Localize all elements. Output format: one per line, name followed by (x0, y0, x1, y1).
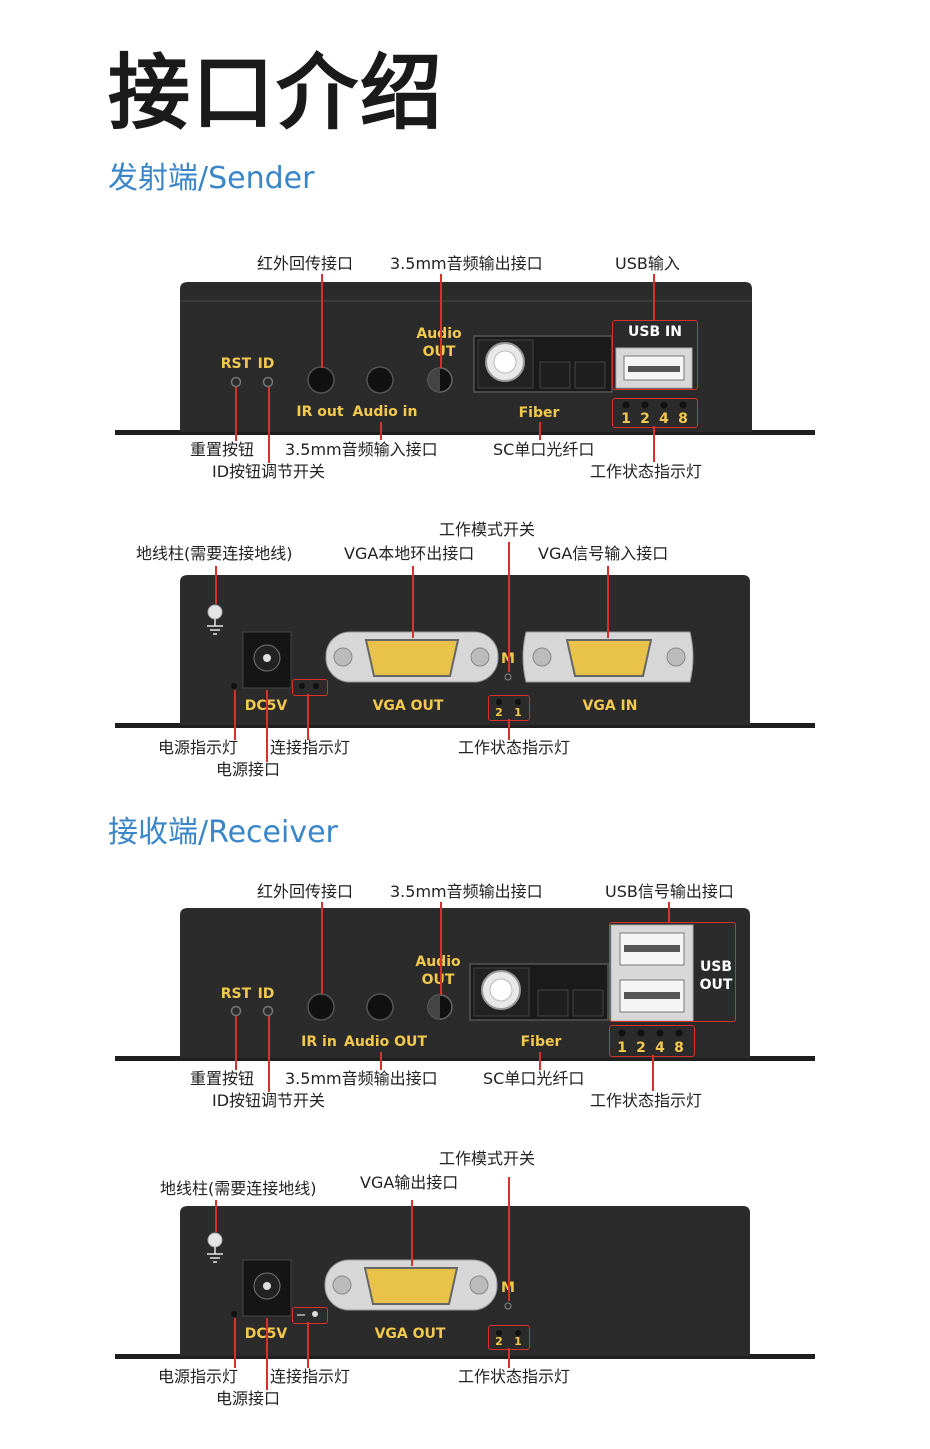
dc-label: DC5V (241, 1327, 291, 1341)
usb-out-highlight (609, 922, 736, 1022)
callout-ir: 红外回传接口 (257, 882, 354, 901)
callout-audio-out-bottom: 3.5mm音频输出接口 (285, 1069, 438, 1088)
sender-heading: 发射端/Sender (108, 161, 315, 196)
fiber-label: Fiber (518, 405, 560, 421)
led-8-label: 8 (678, 411, 688, 427)
link-led-highlight (292, 679, 328, 696)
audio-out-label-1: Audio (416, 326, 462, 342)
led-2-label: 2 (495, 706, 503, 719)
audio-in-label: Audio in (352, 404, 418, 420)
callout-ground: 地线柱(需要连接地线) (136, 544, 293, 563)
callout-power-led: 电源指示灯 (158, 738, 239, 757)
callout-link-led: 连接指示灯 (270, 1367, 351, 1386)
audio-out-bottom-label: Audio OUT (344, 1034, 427, 1050)
callout-audio-out: 3.5mm音频输出接口 (390, 254, 543, 273)
ir-in-label: IR in (301, 1034, 337, 1050)
id-label: ID (257, 356, 275, 372)
callout-audio-out: 3.5mm音频输出接口 (390, 882, 543, 901)
vga-in-label: VGA IN (582, 698, 638, 714)
callout-sc: SC单口光纤口 (493, 440, 595, 459)
led-1-label: 1 (514, 1335, 522, 1348)
rst-label: RST (220, 356, 252, 372)
callout-link-led: 连接指示灯 (270, 738, 351, 757)
led-1-label: 1 (617, 1040, 627, 1056)
callout-usb: USB信号输出接口 (605, 882, 734, 901)
callout-power-port: 电源接口 (216, 760, 281, 779)
dc-label: DC5V (241, 699, 291, 713)
callout-sc: SC单口光纤口 (483, 1069, 585, 1088)
callout-rst: 重置按钮 (190, 1069, 255, 1088)
ir-out-label: IR out (296, 404, 344, 420)
led-1-label: 1 (514, 706, 522, 719)
callout-id: ID按钮调节开关 (212, 1091, 326, 1110)
led-8-label: 8 (674, 1040, 684, 1056)
led-2-label: 2 (495, 1335, 503, 1348)
rst-label: RST (220, 986, 252, 1002)
callout-status: 工作状态指示灯 (590, 1091, 703, 1110)
callout-audio-in: 3.5mm音频输入接口 (285, 440, 438, 459)
usb-out-label-2: OUT (699, 977, 733, 993)
usb-in-label: USB IN (628, 324, 682, 340)
callout-vga-out: VGA输出接口 (360, 1173, 459, 1192)
page-title: 接口介绍 (108, 45, 445, 141)
led-2-label: 2 (636, 1040, 646, 1056)
callout-ground: 地线柱(需要连接地线) (160, 1179, 317, 1198)
audio-out-label-2: OUT (421, 972, 455, 988)
callout-power-led: 电源指示灯 (158, 1367, 239, 1386)
callout-power-port: 电源接口 (216, 1389, 281, 1408)
callout-mode: 工作模式开关 (439, 1149, 536, 1168)
callout-status: 工作状态指示灯 (458, 1367, 571, 1386)
callout-status: 工作状态指示灯 (458, 738, 571, 757)
audio-out-label-1: Audio (415, 954, 461, 970)
receiver-heading: 接收端/Receiver (108, 815, 338, 850)
led-4-label: 4 (659, 411, 669, 427)
callout-ir: 红外回传接口 (257, 254, 354, 273)
usb-out-label-1: USB (699, 959, 733, 975)
link-led-highlight (292, 1307, 328, 1324)
led-2-label: 2 (640, 411, 650, 427)
vga-out-label: VGA OUT (374, 1326, 446, 1342)
callout-status: 工作状态指示灯 (590, 462, 703, 481)
led-1-label: 1 (621, 411, 631, 427)
callout-id: ID按钮调节开关 (212, 462, 326, 481)
callout-usb: USB输入 (615, 254, 680, 273)
led-4-label: 4 (655, 1040, 665, 1056)
id-label: ID (257, 986, 275, 1002)
callout-vga-in: VGA信号输入接口 (538, 544, 669, 563)
callout-mode: 工作模式开关 (439, 520, 536, 539)
status-led-highlight (612, 398, 698, 428)
fiber-label: Fiber (520, 1034, 562, 1050)
audio-out-label-2: OUT (422, 344, 456, 360)
vga-out-label: VGA OUT (372, 698, 444, 714)
callout-rst: 重置按钮 (190, 440, 255, 459)
usb-in-highlight (612, 320, 698, 390)
callout-vga-loop: VGA本地环出接口 (344, 544, 475, 563)
